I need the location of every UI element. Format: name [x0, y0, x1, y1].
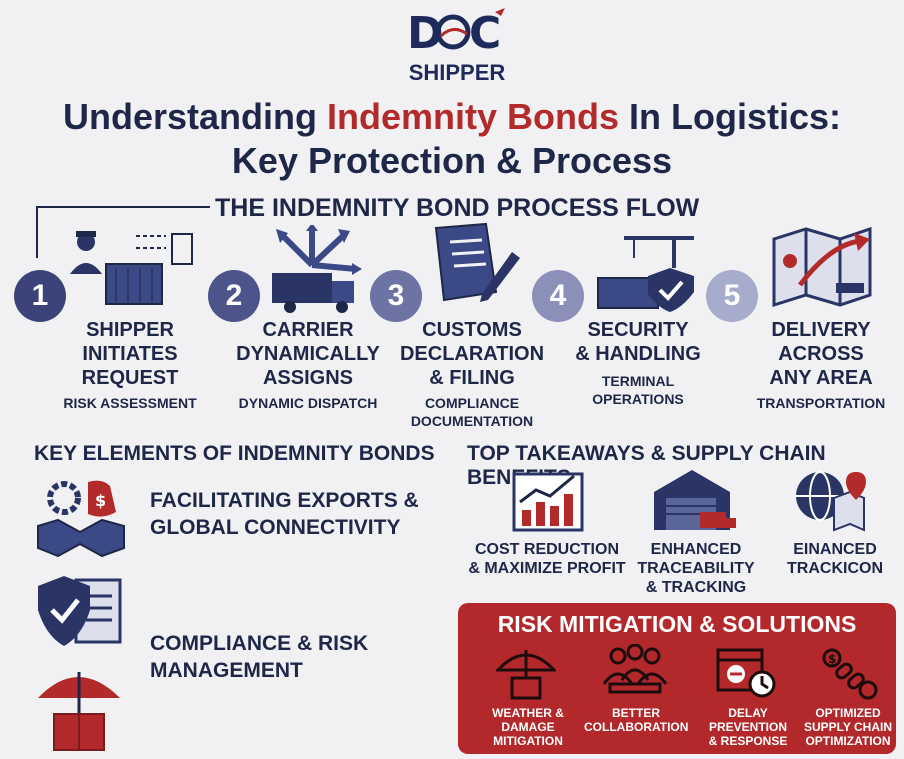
step-subtitle: DOCUMENTATION: [410, 413, 534, 429]
title-pre: Understanding: [62, 96, 327, 137]
risk-item-2: BETTER COLLABORATION: [584, 706, 688, 734]
step-title-line: ANY AREA: [769, 367, 873, 389]
step-number-3: 3: [370, 270, 422, 322]
risk-item-line: & RESPONSE: [708, 734, 788, 748]
page-title-line1: Understanding Indemnity Bonds In Logisti…: [0, 96, 904, 138]
brand-subtitle: SHIPPER: [408, 60, 506, 85]
step-number-4: 4: [532, 270, 584, 322]
step-title-line: & FILING: [429, 367, 515, 389]
step-number-1: 1: [14, 270, 66, 322]
step-title-line: ACROSS: [778, 343, 864, 365]
step-subtitle: TERMINAL: [601, 373, 675, 389]
risk-item-line: OPTIMIZED: [815, 706, 881, 720]
risk-item-3: DELAY PREVENTION & RESPONSE: [698, 706, 798, 748]
risk-item-line: DAMAGE: [501, 720, 555, 734]
risk-item-1: WEATHER & DAMAGE MITIGATION: [478, 706, 578, 748]
key-element-line: GLOBAL CONNECTIVITY: [150, 516, 401, 539]
key-element-2: COMPLIANCE & RISK MANAGEMENT: [150, 630, 368, 684]
risk-item-line: WEATHER &: [492, 706, 564, 720]
key-element-line: COMPLIANCE & RISK: [150, 632, 369, 655]
step-number-5: 5: [706, 270, 758, 322]
map-arrow-icon: [770, 225, 880, 315]
takeaway-3: EINANCED TRACKICON: [770, 540, 900, 578]
page-title-line2: Key Protection & Process: [231, 140, 673, 181]
takeaway-line: COST REDUCTION: [475, 541, 619, 558]
step-subtitle: DYNAMIC DISPATCH: [238, 395, 378, 411]
step-3: CUSTOMS DECLARATION & FILING COMPLIANCE …: [392, 318, 552, 430]
step-title-line: INITIATES: [82, 343, 178, 365]
step-subtitle: OPERATIONS: [592, 391, 684, 407]
flow-title: THE INDEMNITY BOND PROCESS FLOW: [215, 194, 700, 222]
step-4: SECURITY & HANDLING TERMINAL OPERATIONS: [564, 318, 712, 408]
step-title-line: SHIPPER: [86, 319, 174, 341]
brand-logo: D C: [407, 6, 507, 59]
risk-item-line: DELAY: [728, 706, 768, 720]
umbrella-box-icon: [34, 664, 124, 759]
step-title-line: DELIVERY: [771, 319, 871, 341]
takeaway-line: ENHANCED: [650, 541, 742, 558]
title-post: In Logistics:: [619, 96, 842, 137]
risk-item-4: OPTIMIZED SUPPLY CHAIN OPTIMIZATION: [800, 706, 896, 748]
step-5: DELIVERY ACROSS ANY AREA TRANSPORTATION: [746, 318, 896, 412]
risk-item-line: OPTIMIZATION: [805, 734, 891, 748]
flow-bracket: [36, 206, 210, 258]
step-title-line: CARRIER: [262, 319, 354, 341]
step-title-line: CUSTOMS: [422, 319, 522, 341]
officer-container-icon: [66, 228, 196, 313]
step-2: CARRIER DYNAMICALLY ASSIGNS DYNAMIC DISP…: [226, 318, 390, 412]
svg-text:C: C: [469, 8, 500, 58]
step-title-line: ASSIGNS: [262, 367, 354, 389]
risk-item-line: BETTER: [612, 706, 660, 720]
chain-money-icon: $: [818, 644, 882, 705]
step-subtitle: COMPLIANCE: [424, 395, 520, 411]
step-title-line: DYNAMICALLY: [236, 343, 380, 365]
svg-text:$: $: [95, 491, 106, 510]
key-element-1: FACILITATING EXPORTS & GLOBAL CONNECTIVI…: [150, 487, 419, 541]
risk-item-line: COLLABORATION: [584, 720, 689, 734]
step-1: SHIPPER INITIATES REQUEST RISK ASSESSMEN…: [48, 318, 212, 412]
takeaway-line: EINANCED: [793, 541, 877, 558]
key-element-line: FACILITATING EXPORTS &: [150, 489, 419, 512]
key-elements-title: KEY ELEMENTS OF INDEMNITY BONDS: [34, 442, 435, 465]
risk-item-line: SUPPLY CHAIN: [803, 720, 893, 734]
step-title-line: REQUEST: [81, 367, 179, 389]
step-title-line: SECURITY: [587, 319, 689, 341]
step-subtitle: TRANSPORTATION: [756, 395, 886, 411]
step-subtitle: RISK ASSESSMENT: [63, 395, 197, 411]
crane-shield-icon: [594, 228, 704, 318]
shield-document-icon: [36, 572, 126, 657]
risk-title: RISK MITIGATION & SOLUTIONS: [497, 611, 857, 637]
takeaway-line: & MAXIMIZE PROFIT: [468, 560, 626, 577]
takeaway-line: TRACEABILITY: [637, 560, 755, 577]
globe-location-icon: [794, 468, 874, 537]
key-element-line: MANAGEMENT: [150, 659, 303, 682]
umbrella-icon: [494, 644, 558, 705]
risk-item-line: MITIGATION: [493, 734, 563, 748]
step-number-2: 2: [208, 270, 260, 322]
svg-text:$: $: [828, 652, 836, 666]
document-pen-icon: [430, 222, 525, 317]
warehouse-truck-icon: [652, 468, 738, 539]
bar-chart-growth-icon: [512, 470, 586, 539]
handshake-money-icon: $: [36, 474, 126, 569]
calendar-clock-icon: [716, 644, 780, 705]
step-title-line: & HANDLING: [575, 343, 701, 365]
takeaway-line: TRACKICON: [787, 560, 883, 577]
takeaway-line: & TRACKING: [645, 579, 747, 596]
team-meeting-icon: [600, 643, 670, 705]
step-title-line: DECLARATION: [399, 343, 545, 365]
takeaway-2: ENHANCED TRACEABILITY & TRACKING: [626, 540, 766, 597]
risk-item-line: PREVENTION: [708, 720, 787, 734]
takeaway-1: COST REDUCTION & MAXIMIZE PROFIT: [462, 540, 632, 578]
title-highlight: Indemnity Bonds: [326, 96, 619, 137]
truck-arrows-icon: [262, 223, 372, 320]
